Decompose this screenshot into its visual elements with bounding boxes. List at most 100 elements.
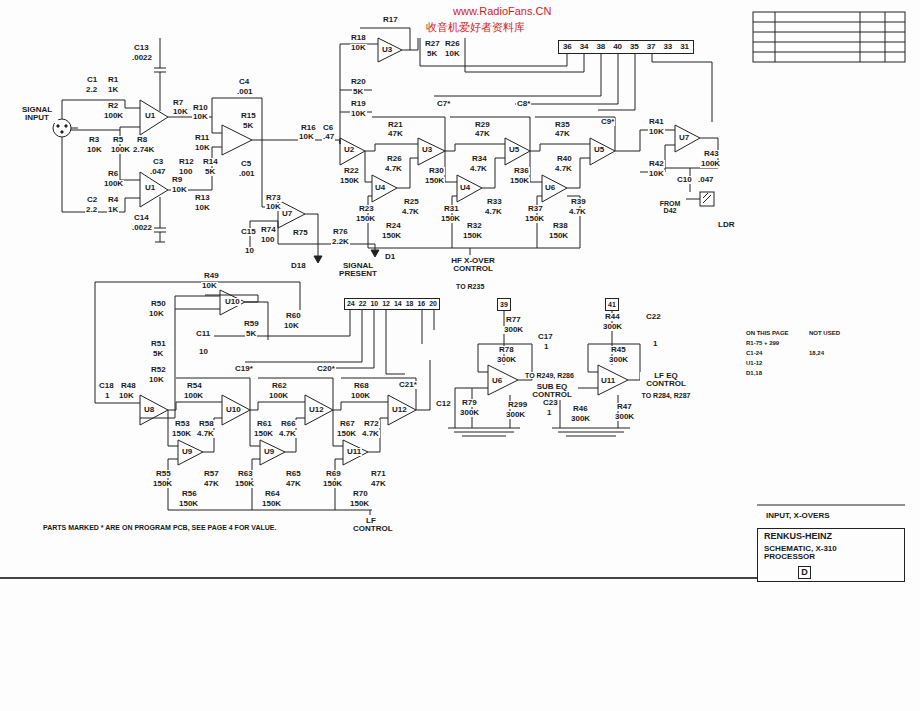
component-label: U5: [508, 146, 520, 154]
component-label: U1: [144, 184, 156, 192]
component-label: R64: [264, 490, 281, 498]
component-label: R62: [271, 382, 288, 390]
component-label: 100K: [110, 146, 131, 154]
component-label: 100K: [103, 180, 124, 188]
component-label: 1: [546, 409, 552, 417]
component-label: C20*: [316, 365, 336, 373]
component-label: R47: [616, 403, 633, 411]
component-label: .0022: [131, 54, 153, 62]
component-label: 1K: [107, 206, 119, 214]
component-label: R13: [194, 194, 211, 202]
component-label: U8: [143, 406, 155, 414]
component-label: U1-12: [745, 360, 763, 366]
component-label: NOT USED: [808, 330, 841, 336]
component-label: C13: [133, 44, 150, 52]
component-label: 47K: [474, 130, 491, 138]
component-label: 5K: [426, 50, 438, 58]
pin-number: 10: [370, 300, 378, 307]
component-label: TO R235: [455, 283, 485, 290]
component-label: R73: [265, 194, 282, 202]
component-label: 100K: [268, 392, 289, 400]
component-label: R34: [471, 155, 488, 163]
component-label: R8: [136, 136, 148, 144]
connector-strip: 39: [497, 298, 511, 311]
component-label: 2.2K: [331, 238, 350, 246]
component-label: SIGNAL PRESENT: [335, 262, 381, 279]
component-label: C23: [542, 399, 559, 407]
component-label: 300K: [614, 413, 635, 421]
component-label: C10: [676, 176, 693, 184]
component-label: 150K: [424, 177, 445, 185]
component-label: R11: [194, 134, 210, 142]
component-label: R9: [171, 176, 183, 184]
component-label: R26: [386, 155, 403, 163]
component-label: R69: [325, 470, 342, 478]
component-label: .047: [149, 168, 167, 176]
component-label: 47K: [387, 130, 404, 138]
component-label: 1: [543, 343, 549, 351]
component-label: 300K: [570, 415, 591, 423]
component-label: 10: [198, 348, 209, 356]
component-label: R21: [387, 121, 404, 129]
component-label: 5K: [242, 122, 254, 130]
component-label: U10: [224, 298, 241, 306]
component-label: U3: [381, 46, 393, 54]
component-label: 10K: [171, 186, 188, 194]
component-label: R6: [107, 170, 119, 178]
component-label: 150K: [509, 177, 530, 185]
component-label: R46: [572, 405, 589, 413]
component-label: U1: [144, 112, 156, 120]
component-label: 300K: [608, 356, 629, 364]
component-label: 100: [260, 236, 275, 244]
pin-number: 35: [630, 43, 639, 51]
component-label: R18: [350, 34, 367, 42]
component-label: C1-24: [745, 350, 763, 356]
component-label: C15: [240, 228, 257, 236]
component-label: 47K: [554, 130, 571, 138]
watermark: www.RadioFans.CN: [452, 6, 552, 18]
component-label: LDR: [717, 221, 735, 229]
component-label: 4.7K: [568, 208, 587, 216]
component-label: D1: [384, 253, 396, 261]
component-label: 100K: [103, 112, 124, 120]
component-label: R12: [178, 158, 195, 166]
component-label: C6: [322, 124, 334, 132]
component-label: ON THIS PAGE: [745, 330, 790, 336]
component-label: 10K: [201, 282, 218, 290]
component-label: C14: [133, 214, 150, 222]
component-label: LF EQ CONTROL: [640, 372, 692, 389]
component-label: R71: [370, 470, 387, 478]
pin-number: 14: [394, 300, 402, 307]
component-label: C4: [238, 78, 250, 86]
title-text: SCHEMATIC, X-310 PROCESSOR: [764, 545, 876, 562]
component-label: R43: [703, 150, 720, 158]
component-label: 10K: [148, 310, 165, 318]
component-label: 10K: [265, 203, 282, 211]
component-label: 10K: [350, 110, 367, 118]
component-label: U12: [308, 406, 325, 414]
component-label: 4.7K: [278, 430, 297, 438]
component-label: 5K: [352, 88, 364, 96]
component-label: R72: [363, 420, 380, 428]
component-label: R4: [107, 196, 119, 204]
component-label: SUB EQ CONTROL: [526, 383, 578, 400]
component-label: R59: [243, 320, 260, 328]
component-label: R45: [610, 346, 627, 354]
component-label: R74: [260, 226, 277, 234]
pin-number: 31: [680, 43, 689, 51]
component-label: U3: [421, 146, 433, 154]
component-label: PARTS MARKED * ARE ON PROGRAM PCB, SEE P…: [42, 524, 294, 531]
component-label: R78: [498, 346, 515, 354]
title-text: RENKUS-HEINZ: [764, 532, 832, 541]
watermark: 收音机爱好者资料库: [425, 22, 526, 34]
component-label: 150K: [322, 480, 343, 488]
component-label: U6: [544, 184, 556, 192]
component-label: R32: [466, 222, 483, 230]
component-label: D18: [290, 262, 307, 270]
component-label: 300K: [496, 356, 517, 364]
component-label: 10K: [298, 133, 315, 141]
component-label: R51: [150, 340, 167, 348]
component-label: R40: [556, 155, 573, 163]
component-label: 1: [652, 340, 658, 348]
component-label: .001: [238, 170, 256, 178]
